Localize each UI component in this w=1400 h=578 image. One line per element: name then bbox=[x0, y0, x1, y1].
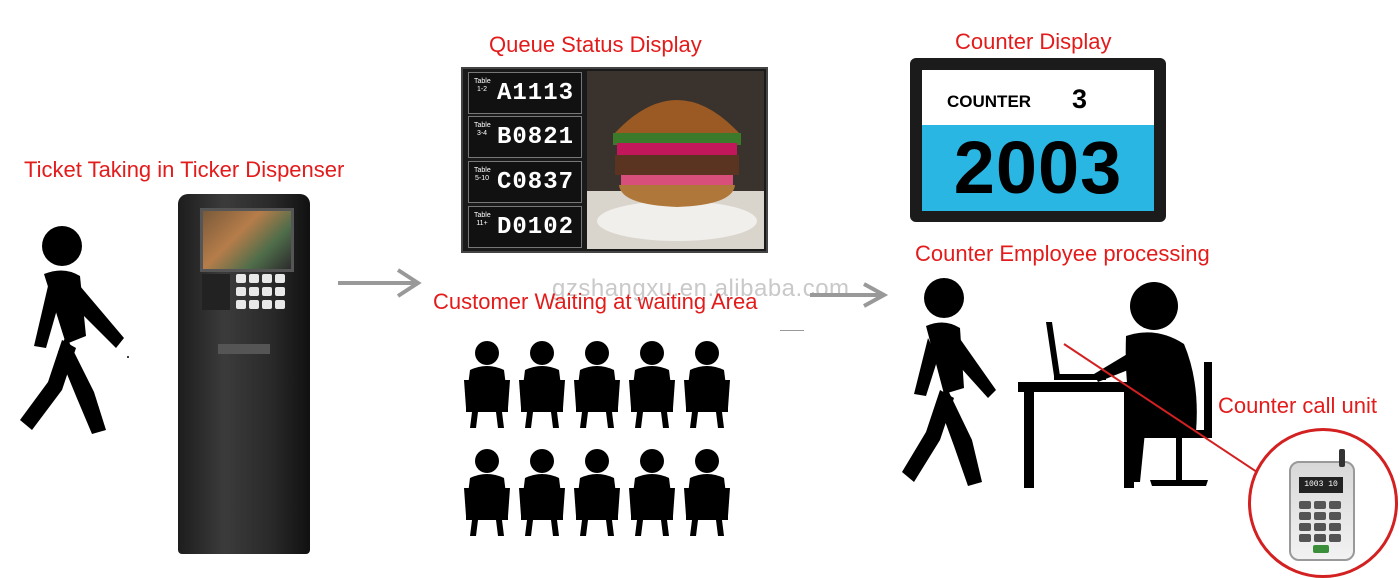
queue-row: Table 3-4 B0821 bbox=[468, 116, 582, 158]
counter-display: COUNTER 3 2003 bbox=[910, 58, 1166, 222]
queue-status-display: Table 1-2 A1113 Table 3-4 B0821 Table 5-… bbox=[461, 67, 768, 253]
arrow-right-icon-2 bbox=[810, 282, 889, 308]
queue-status-label: Queue Status Display bbox=[489, 32, 702, 57]
queue-row-code: B0821 bbox=[497, 124, 575, 151]
call-unit-screen: 1003 10 bbox=[1299, 477, 1343, 493]
queue-row-code: C0837 bbox=[497, 169, 575, 196]
kiosk-screen bbox=[200, 208, 294, 272]
call-unit-keypad bbox=[1299, 501, 1341, 542]
antenna bbox=[1339, 449, 1345, 467]
waiting-customers-group bbox=[464, 341, 730, 536]
divider bbox=[780, 330, 804, 331]
call-unit-ok-key bbox=[1313, 545, 1329, 553]
counter-call-unit: 1003 10 bbox=[1248, 428, 1398, 578]
queue-row: Table 5-10 C0837 bbox=[468, 161, 582, 203]
employee-at-desk-icon bbox=[1018, 282, 1212, 488]
kiosk-keypad bbox=[236, 274, 290, 310]
connector-line bbox=[1063, 343, 1273, 483]
queue-row-table: Table 5-10 bbox=[474, 167, 491, 182]
queue-row-table: Table 11+ bbox=[474, 212, 491, 227]
walking-customer-icon-2 bbox=[902, 278, 996, 486]
kiosk-vent bbox=[218, 344, 270, 354]
watermark: gzshangxu.en.alibaba.com bbox=[552, 275, 850, 302]
counter-call-unit-label: Counter call unit bbox=[1218, 393, 1377, 418]
waiting-row-2 bbox=[464, 449, 730, 536]
counter-number: 3 bbox=[1072, 84, 1088, 114]
walking-customer-icon bbox=[20, 226, 129, 434]
queue-row-code: A1113 bbox=[497, 80, 575, 107]
customer-waiting-label: Customer Waiting at waiting Area bbox=[433, 289, 758, 314]
call-unit-device: 1003 10 bbox=[1289, 449, 1355, 561]
counter-display-panel: 2003 bbox=[922, 125, 1154, 211]
counter-label: COUNTER bbox=[947, 92, 1032, 111]
current-ticket-number: 2003 bbox=[953, 126, 1123, 209]
ticket-taking-label: Ticket Taking in Ticker Dispenser bbox=[24, 157, 345, 182]
queue-row: Table 1-2 A1113 bbox=[468, 72, 582, 114]
queue-row-table: Table 3-4 bbox=[474, 122, 491, 137]
burger-image bbox=[587, 71, 764, 249]
waiting-row-1 bbox=[464, 341, 730, 428]
counter-display-header: COUNTER 3 bbox=[922, 70, 1154, 125]
counter-employee-label: Counter Employee processing bbox=[915, 241, 1210, 266]
queue-row: Table 11+ D0102 bbox=[468, 206, 582, 248]
arrow-right-icon bbox=[338, 268, 422, 298]
ticket-dispenser-kiosk bbox=[178, 194, 310, 554]
queue-row-code: D0102 bbox=[497, 214, 575, 241]
counter-display-label: Counter Display bbox=[955, 29, 1112, 54]
ticket-slot bbox=[202, 274, 230, 310]
queue-row-table: Table 1-2 bbox=[474, 78, 491, 93]
